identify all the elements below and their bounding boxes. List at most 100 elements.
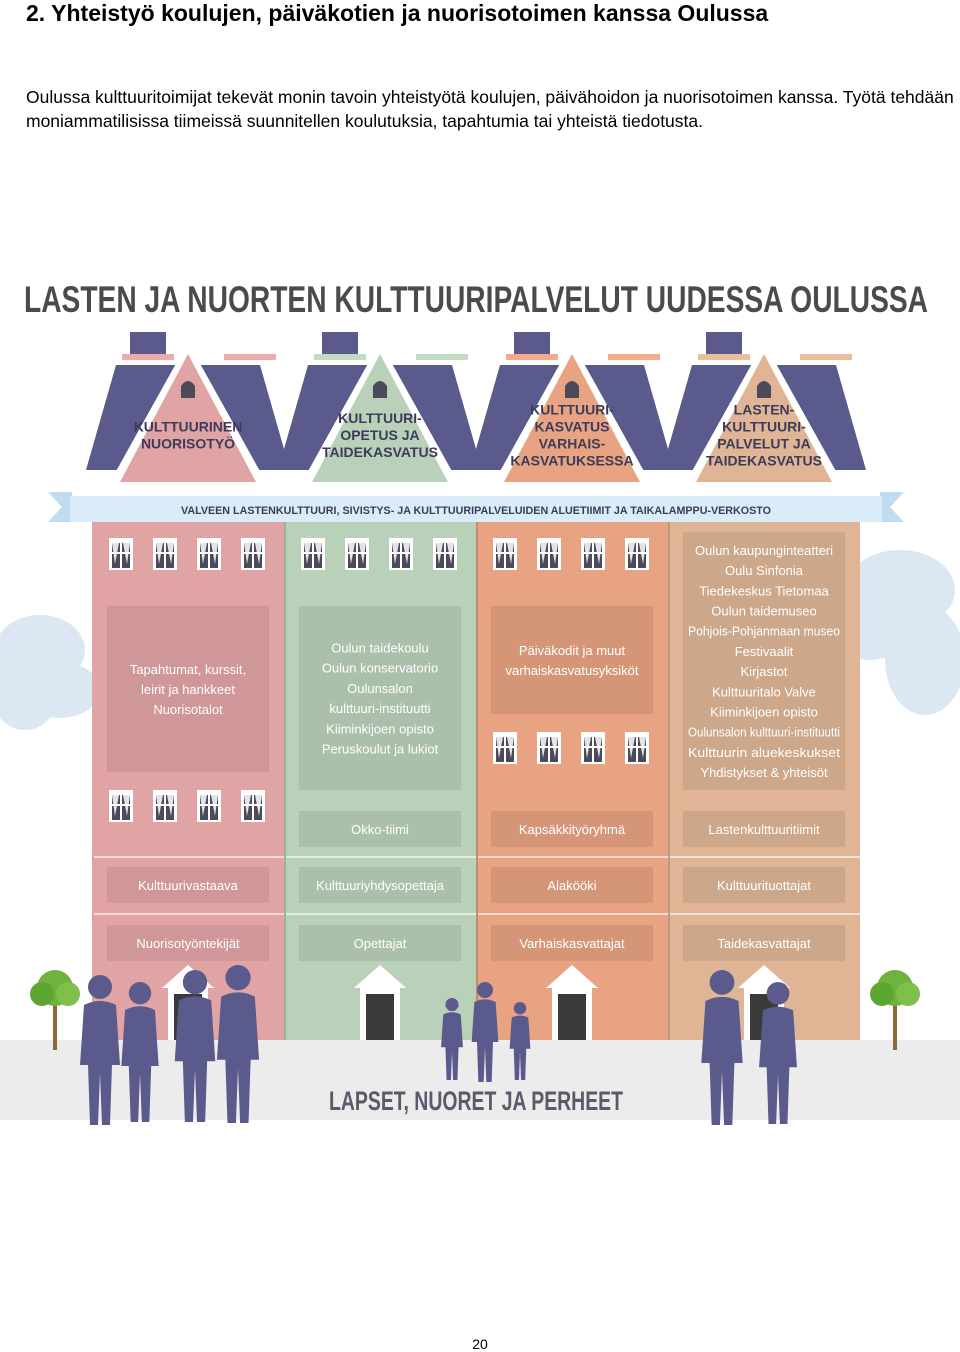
gable-label-line: OPETUS JA — [340, 427, 419, 443]
role-band — [491, 867, 653, 903]
gable — [120, 354, 256, 482]
page-number: 20 — [472, 1336, 488, 1352]
person-child — [441, 998, 463, 1080]
role-label: Nuorisotyöntekijät — [136, 936, 240, 951]
main-panel-line: Oulun taidemuseo — [711, 604, 817, 619]
gable-label-line: TAIDEKASVATUS — [322, 444, 438, 460]
attic-window — [757, 381, 771, 398]
person-parent — [759, 982, 797, 1124]
role-band — [683, 925, 845, 961]
infographic-title: LASTEN JA NUORTEN KULTTUURIPALVELUT UUDE… — [24, 279, 928, 320]
person-parent — [701, 970, 743, 1125]
role-label: Kulttuuriyhdysopettaja — [316, 878, 445, 893]
team-label: Lastenkulttuuritiimit — [708, 822, 820, 837]
role-band — [299, 867, 461, 903]
main-panel-line: Oulunsalon kulttuuri-instituutti — [688, 725, 840, 740]
door — [558, 994, 586, 1040]
main-panel-line: Pohjois-Pohjanmaan museo — [688, 624, 840, 639]
main-panel-line: varhaiskasvatusyksiköt — [506, 663, 639, 678]
main-panel-line: Yhdistykset & yhteisöt — [700, 765, 828, 780]
culture-services-infographic: LASTEN JA NUORTEN KULTTUURIPALVELUT UUDE… — [0, 279, 960, 1125]
attic-window — [181, 381, 195, 398]
gable-label-line: KULTTUURI- — [338, 410, 422, 426]
gable-label-line: KASVATUS — [535, 419, 610, 435]
role-band — [299, 925, 461, 961]
person-teen — [216, 965, 260, 1123]
role-label: Varhaiskasvattajat — [519, 936, 625, 951]
page-heading: 2. Yhteistyö koulujen, päiväkotien ja nu… — [26, 0, 769, 26]
gable-label-line: KULTTUURINEN — [134, 419, 243, 435]
infographic-footer: LAPSET, NUORET JA PERHEET — [329, 1086, 623, 1116]
chimney — [130, 332, 166, 354]
main-panel-line: leirit ja hankkeet — [141, 682, 235, 697]
main-panel-line: Oulun konservatorio — [322, 661, 438, 676]
main-panel-line: Kirjastot — [741, 664, 788, 679]
facade — [92, 522, 284, 1040]
main-panel — [299, 606, 461, 790]
main-panel-line: Kiiminkijoen opisto — [710, 705, 818, 720]
facade — [476, 522, 668, 1040]
banner: VALVEEN LASTENKULTTUURI, SIVISTYS- JA KU… — [48, 492, 904, 522]
door-canopy — [354, 965, 406, 988]
gable-label-line: NUORISOTYÖ — [141, 436, 235, 452]
door — [366, 994, 394, 1040]
main-panel-line: Festivaalit — [735, 644, 794, 659]
main-panel-line: Kulttuurin aluekeskukset — [688, 745, 840, 760]
main-panel — [107, 606, 269, 772]
gable-label-line: LASTEN- — [734, 402, 795, 418]
person-teen — [174, 970, 216, 1122]
team-band — [491, 811, 653, 847]
gable-label-line: VARHAIS- — [539, 436, 606, 452]
main-panel-line: Oulun kaupunginteatteri — [695, 543, 833, 558]
role-band — [107, 925, 269, 961]
main-panel-line: Nuorisotalot — [153, 702, 223, 717]
main-panel-line: Oulu Sinfonia — [725, 563, 804, 578]
team-label: Okko-tiimi — [351, 822, 409, 837]
team-band — [299, 811, 461, 847]
main-panel-line: Tiedekeskus Tietomaa — [699, 583, 829, 598]
gable-label-line: TAIDEKASVATUS — [706, 453, 822, 469]
intro-paragraph: Oulussa kulttuuritoimijat tekevät monin … — [26, 87, 954, 131]
tree-left — [30, 970, 80, 1050]
main-panel-line: Oulunsalon — [347, 681, 413, 696]
role-label: Kulttuurituottajat — [717, 878, 811, 893]
role-band — [683, 867, 845, 903]
main-panel-line: Päiväkodit ja muut — [519, 643, 626, 658]
main-panel-line: kulttuuri-instituutti — [329, 701, 430, 716]
gable-label-line: KASVATUKSESSA — [510, 453, 633, 469]
gable-label-line: KULTTUURI- — [530, 402, 614, 418]
gable — [504, 354, 640, 482]
main-panel-line: Peruskoulut ja lukiot — [322, 742, 439, 757]
chimney — [706, 332, 742, 354]
role-band — [107, 867, 269, 903]
role-label: Opettajat — [354, 936, 407, 951]
main-panel-line: Oulun taidekoulu — [331, 641, 429, 656]
attic-window — [565, 381, 579, 398]
tree-right — [870, 970, 920, 1050]
gable — [312, 354, 448, 482]
person-child — [509, 1002, 531, 1080]
attic-window — [373, 381, 387, 398]
role-label: Alakööki — [547, 878, 596, 893]
person-teen — [121, 982, 159, 1122]
gable-label-line: PALVELUT JA — [717, 436, 811, 452]
role-label: Taidekasvattajat — [717, 936, 811, 951]
cloud-left — [0, 615, 100, 730]
team-label: Kapsäkkityöryhmä — [519, 822, 626, 837]
chimney — [322, 332, 358, 354]
gable-label-line: KULTTUURI- — [722, 419, 806, 435]
person-child — [471, 982, 499, 1082]
door-canopy — [546, 965, 598, 988]
person-teen — [80, 975, 120, 1125]
role-label: Kulttuurivastaava — [138, 878, 238, 893]
main-panel-line: Kulttuuritalo Valve — [712, 684, 816, 699]
main-panel-line: Tapahtumat, kurssit, — [130, 662, 246, 677]
main-panel — [491, 606, 653, 714]
chimney — [514, 332, 550, 354]
gable — [696, 354, 832, 482]
building-column-4: LASTEN-KULTTUURI-PALVELUT JATAIDEKASVATU… — [662, 332, 866, 1040]
role-band — [491, 925, 653, 961]
